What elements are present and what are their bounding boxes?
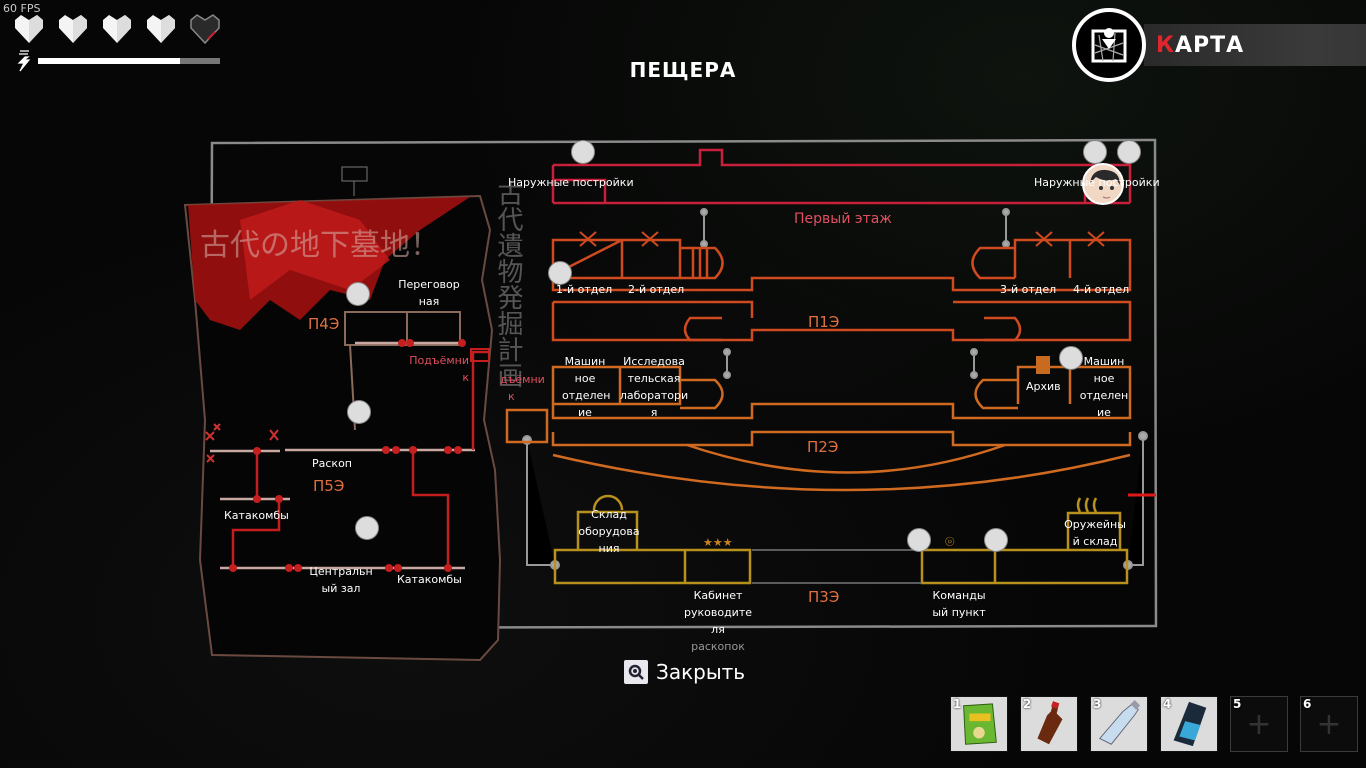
slot-number: 5 [1233,697,1242,711]
hotbar-slot-4[interactable]: 4 [1160,696,1218,752]
hotbar-slot-6[interactable]: 6 + [1300,696,1358,752]
map-label-rest: АРТА [1174,32,1245,58]
close-label: Закрыть [656,660,746,684]
slot-number: 1 [953,697,962,711]
computer-icon[interactable] [907,528,931,552]
heart-icon [59,15,87,43]
area-title: ПЕЩЕРА [629,58,737,82]
empty-heart-icon [190,14,220,45]
plus-icon: + [1316,706,1342,742]
map-icon-circle [1072,8,1146,82]
banner-jp-text: 古代の地下墓地！ [200,228,440,263]
room-label: Наружные постройки [1034,176,1160,189]
plus-icon: + [1246,706,1272,742]
floor-label-p1: П1Э [808,313,840,331]
hotbar-slot-1[interactable]: 1 [950,696,1008,752]
vertical-jp-text: 古代遺物発掘計画 [493,180,523,388]
hotbar-slot-3[interactable]: 3 [1090,696,1148,752]
route-lines-red [231,350,490,568]
fps-counter: 60 FPS [3,2,41,15]
floor-p3-outline [553,494,1129,585]
room-label: Наружные постройки [508,176,634,189]
magnifier-icon [624,660,648,684]
water-bottle-icon [1099,700,1141,745]
floor-label-p5: П5Э [313,477,345,495]
stamina-bar [38,58,220,64]
lightning-icon [17,50,31,72]
chips-bag-icon [963,703,997,745]
feather-note-icon[interactable] [984,528,1008,552]
route-nodes [229,339,466,572]
vending-machine-icon[interactable] [1083,140,1107,164]
energy-drink-can-icon [1173,701,1207,747]
slot-number: 6 [1303,697,1312,711]
statue-icon[interactable] [347,400,371,424]
hotbar: 1 2 3 4 5 + 6 + [950,696,1358,752]
slot-number: 4 [1163,697,1172,711]
feather-note-icon[interactable] [548,261,572,285]
floor-label-p4: П4Э [308,315,340,333]
room-label: Катакомбы [224,509,289,522]
x-marks [205,423,279,463]
floor-label-first: Первый этаж [794,211,892,227]
stars-decor: ★★★ [703,536,733,549]
feather-note-icon[interactable] [1059,346,1083,370]
map-pin-icon [1091,28,1127,63]
room-label: 1-й отдел [556,283,613,296]
health-hearts [12,12,222,46]
archive-file-icon [1036,356,1050,374]
room-label: 4-й отдел [1073,283,1130,296]
radio-tower-icon: ⌾ [945,532,955,551]
heart-icon [147,15,175,43]
floor-label-p3: П3Э [808,588,840,606]
npc-hooded-icon[interactable] [355,516,379,540]
computer-icon[interactable] [1117,140,1141,164]
player-avatar [1082,163,1124,205]
map-label-first-letter: К [1156,32,1175,58]
computer-icon[interactable] [346,282,370,306]
stamina [16,50,220,72]
floor-label-p2: П2Э [807,438,839,456]
hotbar-slot-5[interactable]: 5 + [1230,696,1288,752]
room-label: Раскоп [312,457,352,470]
heart-icon [103,15,131,43]
stamina-bar-fill [38,58,180,64]
slot-number: 2 [1023,697,1032,711]
door-icon[interactable] [571,140,595,164]
close-map-button[interactable]: Закрыть [624,660,745,684]
room-label: Катакомбы [397,573,462,586]
heart-icon [15,15,43,43]
hotbar-slot-2[interactable]: 2 [1020,696,1078,752]
room-label: 2-й отдел [628,283,685,296]
slot-number: 3 [1093,697,1102,711]
medicine-bottle-icon [1037,701,1063,745]
locked-door-marks [579,231,1105,247]
room-label: Архив [1026,380,1061,393]
room-label: 3-й отдел [1000,283,1057,296]
